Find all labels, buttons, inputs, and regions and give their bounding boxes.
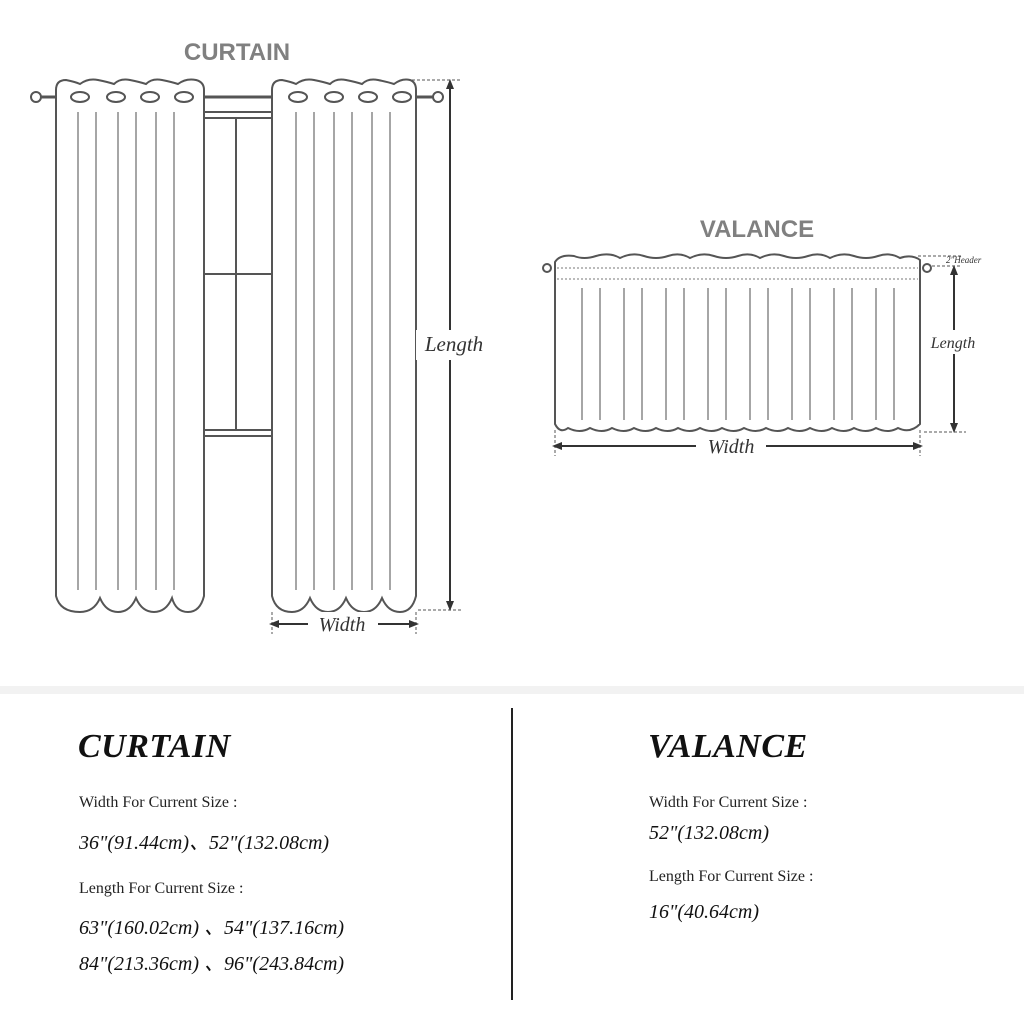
curtain-illustration: Length Width xyxy=(30,78,492,636)
curtain-length-dimension: Length xyxy=(402,79,492,611)
curtain-valance-diagram: CURTAIN VALANCE xyxy=(30,39,982,636)
valance-illustration: 2"Header Length Width xyxy=(542,253,982,458)
curtain-length-label: Length xyxy=(424,332,483,356)
valance-specs-title: VALANCE xyxy=(648,728,808,765)
valance-panel xyxy=(554,253,921,432)
curtain-panel-right xyxy=(271,78,417,614)
curtain-width-label: Width xyxy=(319,614,366,636)
section-divider-band xyxy=(0,686,1024,694)
valance-header-label: 2"Header xyxy=(946,255,982,265)
valance-length-label: Length xyxy=(930,335,975,352)
valance-rod-end-left xyxy=(542,263,552,273)
curtain-length-values-line1: 63"(160.02cm) 、54"(137.16cm) xyxy=(79,917,345,939)
valance-pleats xyxy=(581,288,895,420)
valance-length-label-text: Length For Current Size : xyxy=(649,868,814,885)
curtain-length-label-text: Length For Current Size : xyxy=(79,880,244,897)
valance-width-label-text: Width For Current Size : xyxy=(649,794,808,811)
valance-width-values: 52"(132.08cm) xyxy=(649,822,770,844)
curtain-width-label-text: Width For Current Size : xyxy=(79,794,238,811)
curtain-length-values-line2: 84"(213.36cm) 、96"(243.84cm) xyxy=(79,953,345,975)
valance-width-dimension: Width xyxy=(552,430,923,458)
curtain-specs-title: CURTAIN xyxy=(78,728,231,765)
curtain-width-dimension: Width xyxy=(269,612,419,636)
specs-column-divider xyxy=(511,708,513,1000)
valance-rod-end-right xyxy=(922,263,932,273)
window-frame xyxy=(199,111,273,437)
valance-diagram-heading: VALANCE xyxy=(700,216,814,243)
valance-header-band xyxy=(557,267,918,280)
curtain-panel-left xyxy=(55,78,205,614)
valance-length-dimension: Length xyxy=(924,265,982,433)
curtain-width-values: 36"(91.44cm)、52"(132.08cm) xyxy=(79,832,330,854)
valance-width-label: Width xyxy=(708,436,755,458)
curtain-diagram-heading: CURTAIN xyxy=(184,39,290,66)
valance-length-values: 16"(40.64cm) xyxy=(649,901,760,923)
